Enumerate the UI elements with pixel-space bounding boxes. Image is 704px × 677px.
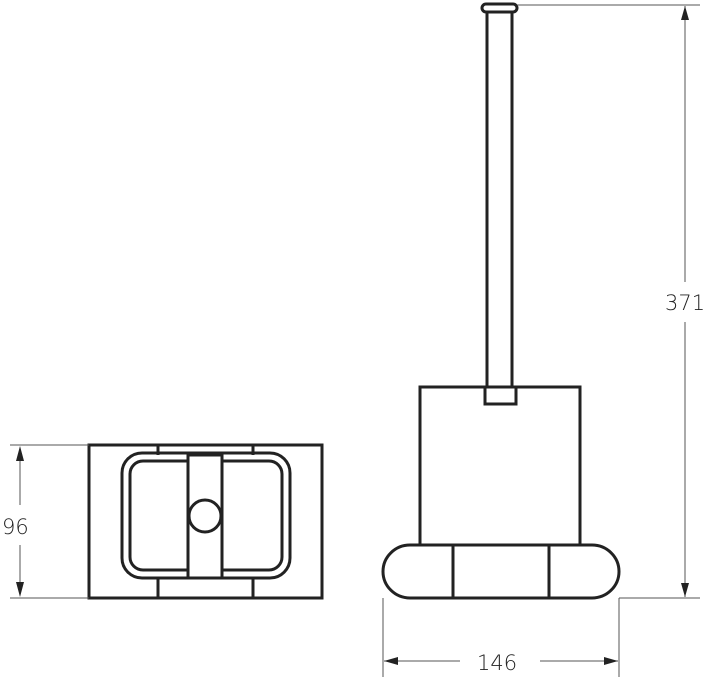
arrow-left-icon [384, 657, 398, 665]
front-view [381, 2, 621, 600]
handle-circle [187, 498, 223, 534]
arrow-up-icon [16, 446, 24, 461]
brush-handle [485, 8, 514, 389]
dimension-371: 371 [517, 4, 704, 599]
dimension-146: 146 [382, 598, 620, 677]
arrow-up-icon [681, 6, 689, 20]
dimension-label-96: 96 [2, 515, 29, 539]
top-view [87, 443, 324, 600]
dimension-label-371: 371 [665, 291, 704, 315]
lid-insert [483, 385, 518, 406]
dimension-96: 96 [2, 444, 89, 599]
arrow-down-icon [16, 582, 24, 597]
handle-cap [480, 2, 519, 14]
container [418, 385, 582, 547]
dimension-label-146: 146 [477, 651, 517, 675]
top-view-outline [87, 443, 324, 600]
base [381, 543, 621, 600]
arrow-right-icon [604, 657, 618, 665]
arrow-down-icon [681, 583, 689, 597]
